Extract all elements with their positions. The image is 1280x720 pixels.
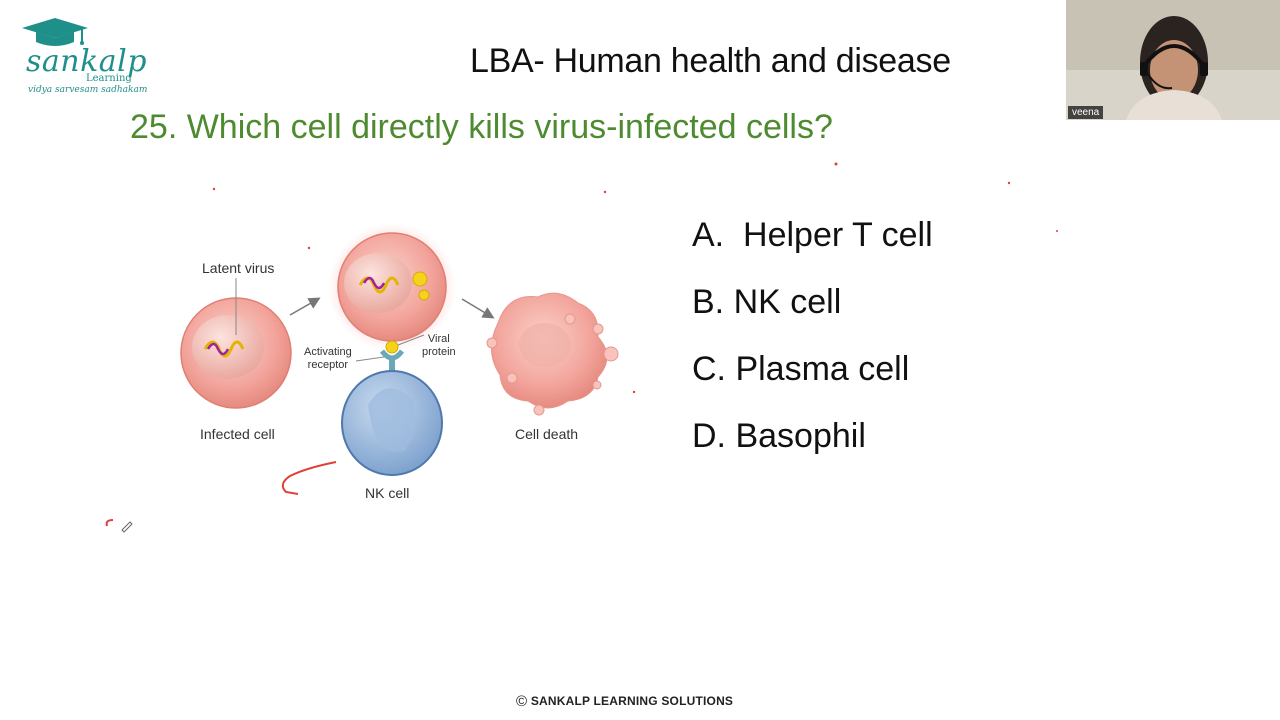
- label-cell-death: Cell death: [515, 426, 579, 442]
- logo-tagline: vidya sarvesam sadhakam: [28, 85, 148, 95]
- label-viral-protein: Viral protein: [422, 333, 456, 358]
- copyright-icon: ©: [516, 693, 528, 710]
- option-a: A. Helper T cell: [692, 216, 933, 254]
- participant-name: veena: [1068, 106, 1104, 119]
- participant-video: [1066, 0, 1280, 120]
- option-d: D. Basophil: [692, 417, 866, 455]
- option-c: C. Plasma cell: [692, 350, 910, 388]
- question-text: 25. Which cell directly kills virus-infe…: [130, 108, 833, 146]
- sankalp-logo: sankalp Learning vidya sarvesam sadhakam: [14, 14, 148, 98]
- logo-wordmark: sankalp: [26, 44, 147, 79]
- nk-cell-diagram: Latent virus Infected cell Activating re…: [150, 195, 650, 525]
- logo-subtitle: Learning: [86, 73, 132, 84]
- footer-copyright: © SANKALP LEARNING SOLUTIONS: [516, 693, 733, 710]
- label-nk-cell: NK cell: [365, 485, 410, 501]
- footer-text: SANKALP LEARNING SOLUTIONS: [530, 694, 734, 708]
- nk-cell-illustration: [341, 370, 443, 476]
- label-activating-receptor: Activating receptor: [304, 346, 352, 371]
- dying-cell: [486, 292, 619, 416]
- webcam-tile[interactable]: veena: [1066, 0, 1280, 120]
- answer-options: A. Helper T cell B. NK cell C. Plasma ce…: [692, 212, 933, 480]
- diagram-illustration: [180, 223, 619, 476]
- infected-cell: [180, 297, 292, 409]
- option-b: B. NK cell: [692, 283, 842, 321]
- graduation-cap-icon: [22, 18, 88, 46]
- label-latent-virus: Latent virus: [202, 260, 275, 276]
- label-infected-cell: Infected cell: [200, 426, 275, 442]
- pen-cursor-icon: [121, 521, 133, 533]
- virus-expressing-cell: [328, 223, 456, 351]
- annotation-mark: [105, 519, 114, 527]
- slide-title: LBA- Human health and disease: [470, 42, 951, 80]
